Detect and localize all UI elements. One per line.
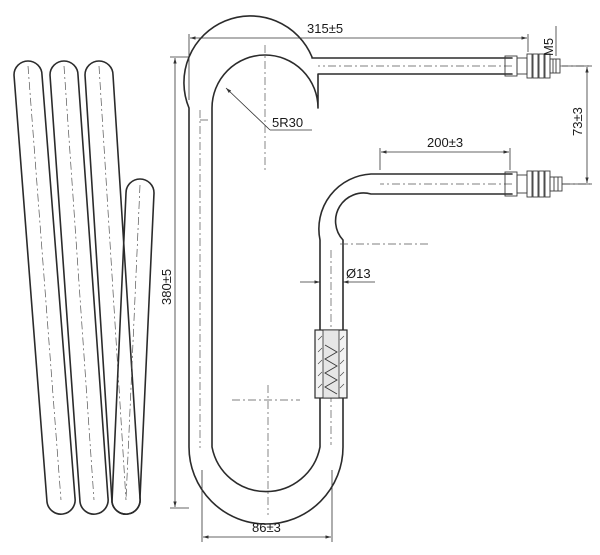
- dim-terminal-offset-label: 73±3: [570, 107, 585, 136]
- zigzag-tubes-view: [13, 60, 155, 515]
- zigzag-tube-4: [111, 178, 155, 515]
- zigzag-tube-1: [13, 60, 76, 515]
- dim-bend-radius-label: 5R30: [272, 115, 303, 130]
- dimension-tube-diameter: Ø13: [300, 266, 375, 284]
- terminal-top: [504, 53, 590, 79]
- dimension-leg-length: 200±3: [379, 135, 511, 170]
- dimension-bend-radius: 5R30: [225, 87, 312, 131]
- dimension-top-length: 315±5: [188, 21, 529, 100]
- heater-element-view: [183, 15, 590, 525]
- dim-top-length-label: 315±5: [307, 21, 343, 36]
- dimension-terminal-offset: 73±3: [562, 65, 592, 185]
- tube-inner-contour: [211, 54, 513, 493]
- dim-leg-length-label: 200±3: [427, 135, 463, 150]
- dim-loop-width-label: 86±3: [252, 520, 281, 535]
- tube-outer-contour: [183, 15, 513, 525]
- dim-tube-diameter-label: Ø13: [346, 266, 371, 281]
- dimension-loop-width: 86±3: [201, 470, 333, 542]
- zigzag-tube-2: [49, 60, 109, 515]
- section-cut: [314, 329, 348, 399]
- dim-thread-label: M5: [541, 38, 556, 56]
- dimension-total-height: 380±5: [159, 56, 189, 509]
- terminal-bottom: [504, 170, 590, 198]
- dim-total-height-label: 380±5: [159, 269, 174, 305]
- dimension-thread: M5: [541, 26, 557, 56]
